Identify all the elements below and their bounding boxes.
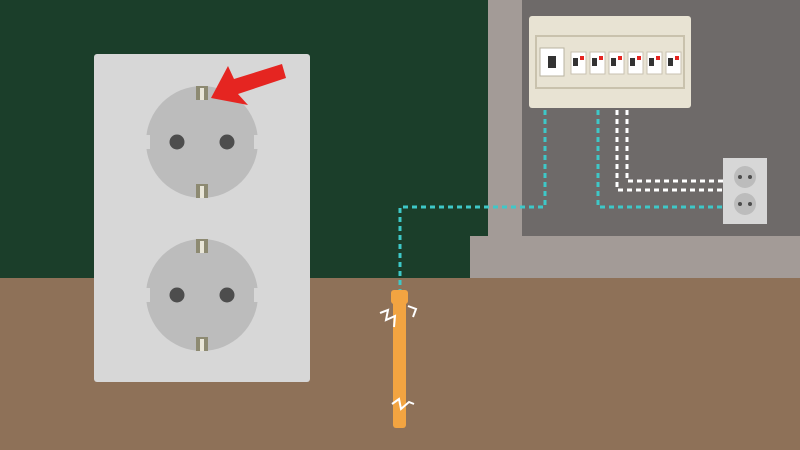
breaker-panel: [529, 16, 691, 108]
contact-hole: [169, 134, 185, 150]
contact-hole: [219, 134, 235, 150]
double-socket-closeup: [94, 54, 310, 382]
wall-outlet-small: [723, 158, 767, 224]
phase-wire-2: [625, 110, 724, 183]
wiring: [398, 110, 724, 292]
panel-inner-frame: [535, 35, 685, 89]
schuko-socket-icon: [734, 193, 756, 215]
breaker-switch: [665, 51, 682, 75]
breaker-switch: [627, 51, 644, 75]
breaker-switch: [608, 51, 625, 75]
electric-spark-icon: [407, 305, 418, 318]
breaker-row: [570, 51, 682, 75]
red-arrow-shape: [211, 64, 286, 105]
earth-wire-to-rod: [398, 110, 547, 292]
schuko-socket-icon: [142, 86, 262, 198]
earth-wire-to-outlet: [596, 110, 724, 209]
socket-outlets: [142, 86, 262, 351]
electric-spark-icon: [379, 308, 397, 328]
room-floor-step: [470, 236, 800, 278]
breaker-switch: [570, 51, 587, 75]
main-switch-lever: [548, 56, 556, 68]
breaker-switch: [589, 51, 606, 75]
ground-rod-clamp: [391, 290, 408, 304]
schuko-socket-icon: [734, 166, 756, 188]
contact-hole: [219, 287, 235, 303]
ground-rod-body: [393, 300, 406, 428]
schuko-socket-icon: [142, 239, 262, 351]
wall-outlet-sockets: [734, 166, 756, 215]
electric-spark-icon: [391, 397, 415, 411]
breaker-switch: [646, 51, 663, 75]
contact-hole: [169, 287, 185, 303]
red-arrow-icon: [211, 64, 286, 105]
ground-rod: [379, 290, 418, 428]
